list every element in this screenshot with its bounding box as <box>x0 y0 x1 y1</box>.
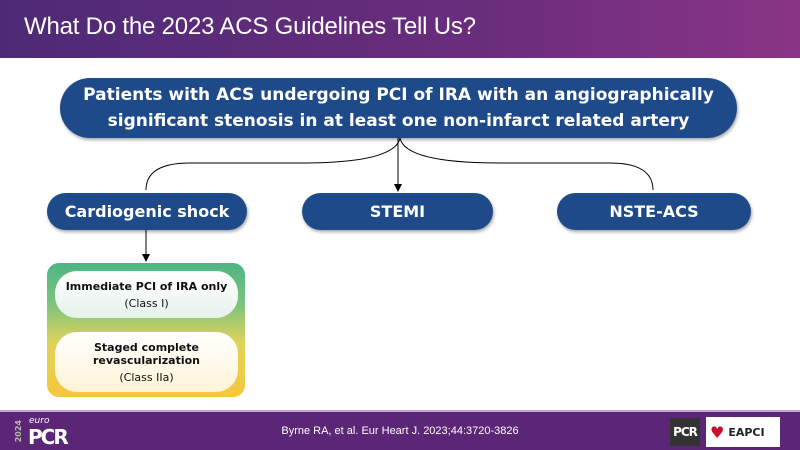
eapci-text: EAPCI <box>728 425 765 439</box>
node-cardiogenic-shock: Cardiogenic shock <box>47 193 247 230</box>
recommendation-box: Immediate PCI of IRA only (Class I) Stag… <box>47 263 245 397</box>
recommendation-text: Staged complete revascularization <box>92 340 200 367</box>
arrowhead-icon <box>142 254 150 262</box>
slide-header: What Do the 2023 ACS Guidelines Tell Us? <box>0 0 800 58</box>
recommendation-class: (Class I) <box>124 296 169 310</box>
recommendation-2: Staged complete revascularization (Class… <box>55 332 238 392</box>
connector-right <box>399 137 654 191</box>
slide-footer: 2024 euro PCR Byrne RA, et al. Eur Heart… <box>0 410 800 450</box>
recommendation-text: Immediate PCI of IRA only <box>65 279 228 293</box>
pcr-logo: PCR <box>670 418 700 446</box>
recommendation-class: (Class IIa) <box>119 370 174 384</box>
citation: Byrne RA, et al. Eur Heart J. 2023;44:37… <box>281 425 519 437</box>
logo-prefix: euro <box>29 416 50 426</box>
logo-text: PCR <box>28 425 69 449</box>
eapci-logo: ♥EAPCI <box>706 417 780 447</box>
heart-icon: ♥ <box>710 422 725 442</box>
node-stemi: STEMI <box>302 193 493 230</box>
slide-title: What Do the 2023 ACS Guidelines Tell Us? <box>24 13 476 40</box>
node-nste-acs: NSTE-ACS <box>557 193 751 230</box>
root-node: Patients with ACS undergoing PCI of IRA … <box>60 78 737 138</box>
recommendation-1: Immediate PCI of IRA only (Class I) <box>55 271 238 318</box>
arrowhead-icon <box>394 184 402 192</box>
connector-left <box>145 137 401 191</box>
